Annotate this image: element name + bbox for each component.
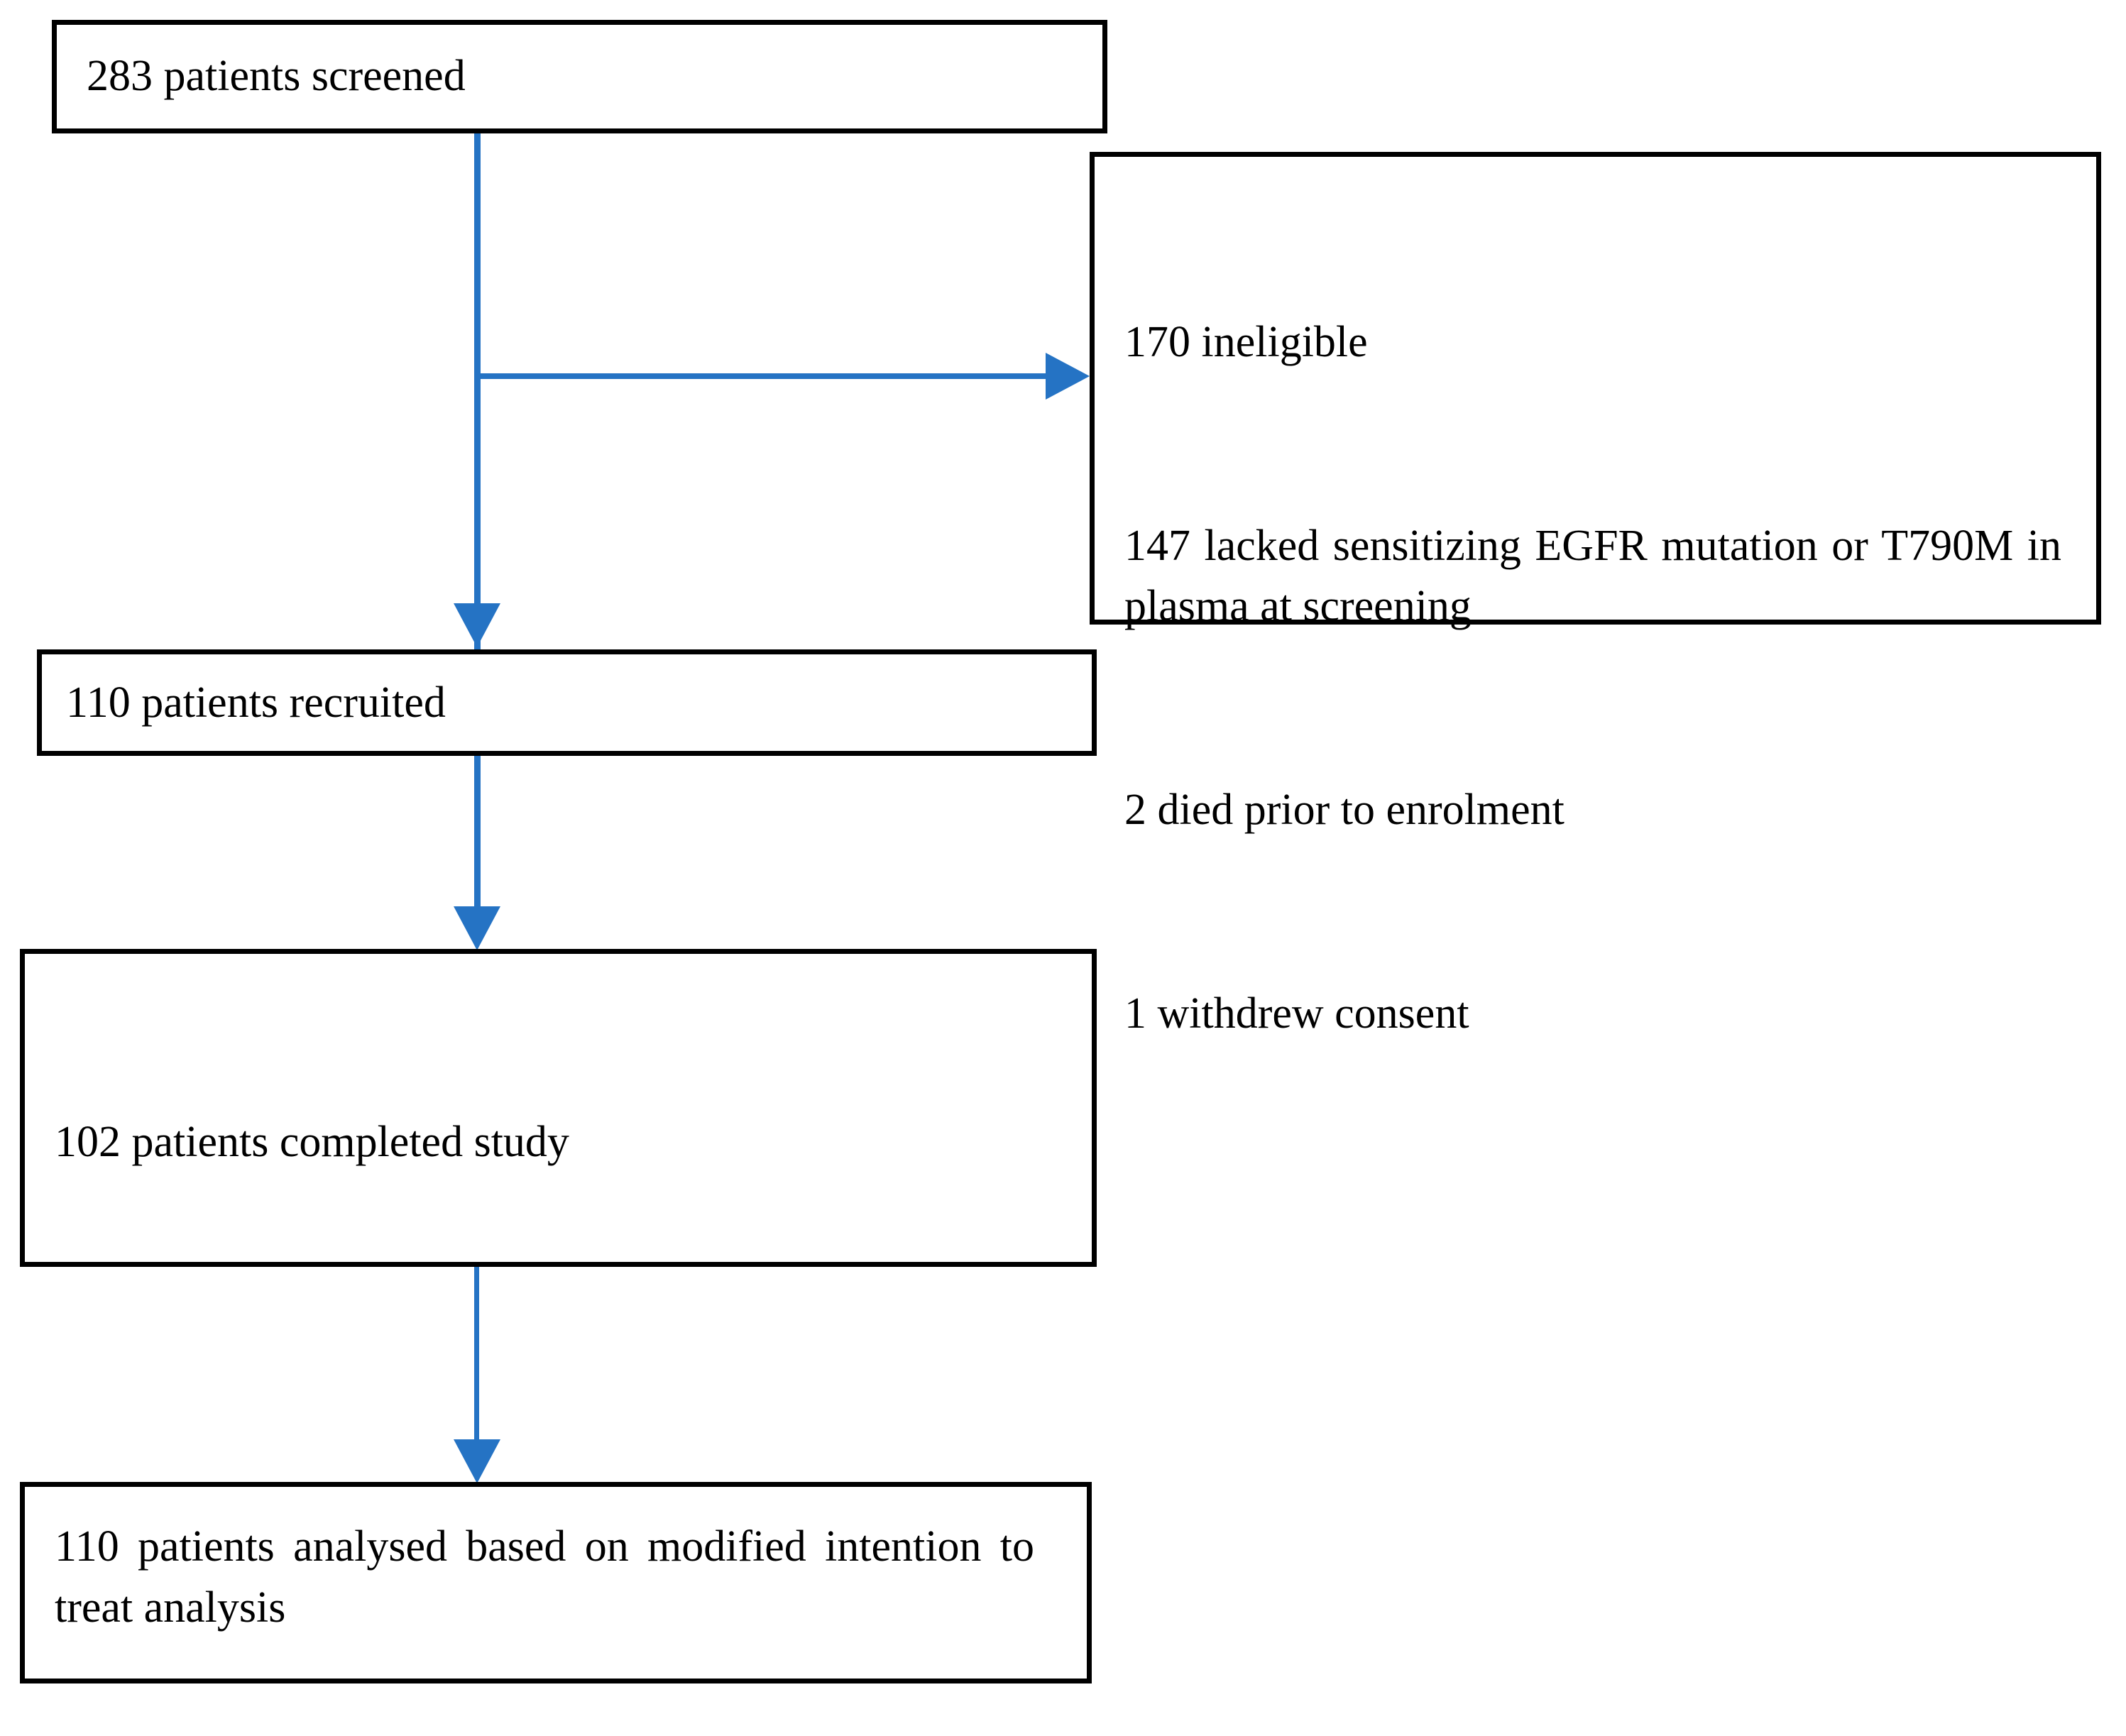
node-patients-recruited: 110 patients recruited [37, 649, 1097, 756]
ineligible-line-died: 2 died prior to enrolment [1124, 785, 1565, 834]
node-patients-completed: 102 patients completed study 6 withdrawa… [20, 949, 1097, 1605]
connector-screened-to-recruited-line [474, 133, 481, 701]
connector-screened-to-ineligible-line [477, 373, 1048, 379]
arrowhead-right-to-ineligible [1046, 353, 1090, 400]
ineligible-line-no-mutation: 147 lacked sensitizing EGFR mutation or … [1124, 521, 2073, 631]
node-ineligible-text: 170 ineligible 147 lacked sensitizing EG… [1124, 191, 2061, 1165]
node-patients-completed-label: 102 patients completed study [55, 1118, 569, 1167]
node-patients-screened: 283 patients screened [52, 20, 1107, 133]
node-ineligible: 170 ineligible 147 lacked sensitizing EG… [1090, 152, 2101, 1038]
arrowhead-down-to-completed [454, 906, 500, 950]
node-patients-analysed: 110 patients analysed based on modified … [20, 1482, 1092, 1683]
ineligible-line-total: 170 ineligible [1124, 318, 1368, 367]
connector-recruited-to-completed-line [474, 756, 481, 908]
arrowhead-down-to-recruited [454, 603, 500, 647]
arrowhead-down-to-analysed [454, 1439, 500, 1483]
node-patients-screened-label: 283 patients screened [87, 52, 466, 100]
connector-completed-to-analysed-line [474, 1207, 479, 1441]
ineligible-line-withdrew: 1 withdrew consent [1124, 989, 1469, 1038]
node-patients-recruited-label: 110 patients recruited [66, 679, 446, 727]
node-patients-analysed-label: 110 patients analysed based on modified … [55, 1522, 1046, 1632]
